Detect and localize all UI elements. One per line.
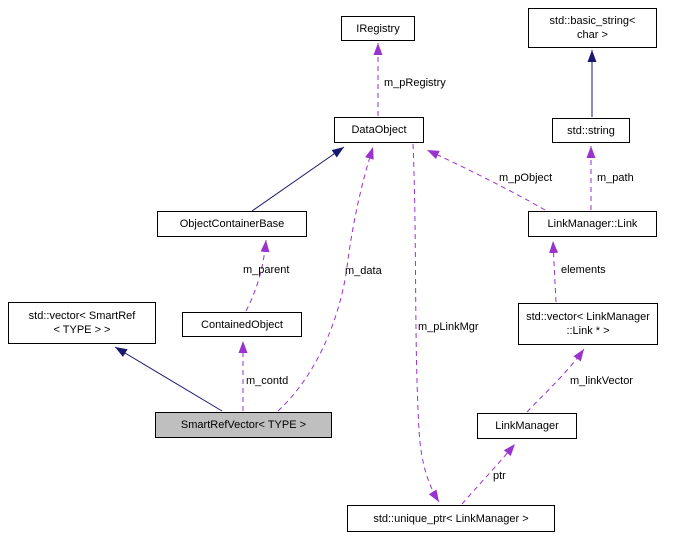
class-node-label: std::vector< LinkManager: [526, 311, 650, 323]
class-node-linkmanager-link[interactable]: LinkManager::Link: [528, 211, 657, 237]
class-node-linkmanager[interactable]: LinkManager: [477, 413, 577, 439]
class-node-label: std::vector< SmartRef: [28, 310, 136, 322]
edge-label-m-path: m_path: [597, 172, 634, 184]
class-node-label: LinkManager: [495, 420, 559, 432]
edge-elements: [549, 240, 559, 303]
class-node-label: char >: [577, 29, 608, 41]
class-node-label: < TYPE > >: [53, 324, 111, 336]
edge-inherit-ocb-dataobject: [251, 146, 345, 212]
edge-m-linkvector: [526, 348, 585, 413]
class-node-label: std::string: [567, 124, 615, 137]
edge-label-elements: elements: [561, 264, 606, 276]
class-node-std-vector-smartref[interactable]: std::vector< SmartRef < TYPE > >: [8, 302, 156, 344]
class-node-label: IRegistry: [356, 22, 400, 35]
edge-label-m-plinkmgr: m_pLinkMgr: [418, 321, 479, 333]
class-node-std-vector-link[interactable]: std::vector< LinkManager ::Link * >: [518, 303, 658, 345]
class-node-label: std::unique_ptr< LinkManager >: [373, 512, 529, 525]
class-node-std-unique-ptr[interactable]: std::unique_ptr< LinkManager >: [347, 505, 555, 532]
class-node-objectcontainerbase[interactable]: ObjectContainerBase: [157, 211, 307, 237]
edge-label-m-pregistry: m_pRegistry: [384, 77, 446, 89]
edge-m-data: [277, 146, 374, 412]
class-node-iregistry[interactable]: IRegistry: [341, 16, 415, 41]
edge-ptr: [461, 443, 516, 505]
edge-label-m-data: m_data: [345, 265, 383, 277]
class-node-containedobject[interactable]: ContainedObject: [182, 312, 302, 337]
edge-inherit-srv-vector: [114, 346, 223, 412]
edge-m-parent: [245, 239, 270, 312]
class-node-label: SmartRefVector< TYPE >: [180, 419, 307, 431]
edge-label-m-parent: m_parent: [243, 264, 289, 276]
edge-label-m-pobject: m_pObject: [499, 172, 552, 184]
edge-label-ptr: ptr: [493, 470, 506, 482]
edge-label-m-linkvector: m_linkVector: [570, 375, 633, 387]
class-node-dataobject[interactable]: DataObject: [334, 117, 424, 143]
class-node-std-string[interactable]: std::string: [552, 118, 630, 143]
edge-m-plinkmgr: [412, 143, 440, 503]
edge-label-m-contd: m_contd: [246, 375, 288, 387]
edge-m-pobject: [426, 149, 546, 211]
class-node-std-basic-string[interactable]: std::basic_string< char >: [528, 8, 657, 48]
class-node-label: ::Link * >: [566, 325, 610, 337]
class-node-label: ContainedObject: [201, 318, 283, 331]
class-node-smartrefvector[interactable]: SmartRefVector< TYPE >: [155, 412, 332, 438]
class-node-label: std::basic_string<: [549, 15, 636, 27]
class-node-label: LinkManager::Link: [547, 218, 638, 230]
class-node-label: DataObject: [351, 124, 407, 136]
class-node-label: ObjectContainerBase: [179, 218, 285, 230]
